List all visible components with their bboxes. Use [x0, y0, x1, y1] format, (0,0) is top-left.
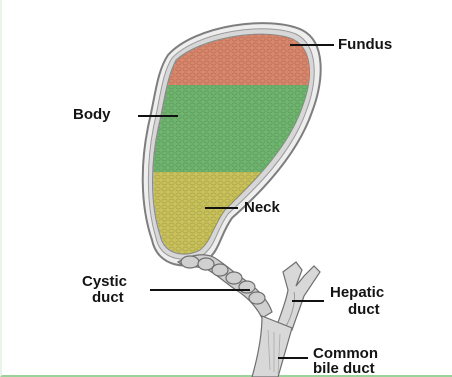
- body-label: Body: [73, 107, 111, 123]
- cystic-duct: [178, 255, 272, 318]
- fundus-label: Fundus: [338, 37, 392, 53]
- common-bile-duct-label-line2: bile duct: [313, 361, 375, 377]
- neck-leader-line: [205, 207, 238, 209]
- fundus-leader-line: [290, 44, 334, 46]
- hepatic-duct-label-line2: duct: [348, 302, 380, 318]
- neck-label: Neck: [244, 200, 280, 216]
- cystic-duct-label-line1: Cystic: [82, 274, 127, 290]
- cystic-duct-label-line2: duct: [92, 290, 124, 306]
- body-leader-line: [138, 115, 178, 117]
- cystic-duct-leader-line: [150, 289, 250, 291]
- hepatic-duct: [276, 262, 320, 330]
- common-bile-duct-leader-line: [278, 357, 308, 359]
- hepatic-duct-leader-line: [292, 300, 324, 302]
- hepatic-duct-label-line1: Hepatic: [330, 285, 384, 301]
- common-bile-duct: [252, 316, 292, 377]
